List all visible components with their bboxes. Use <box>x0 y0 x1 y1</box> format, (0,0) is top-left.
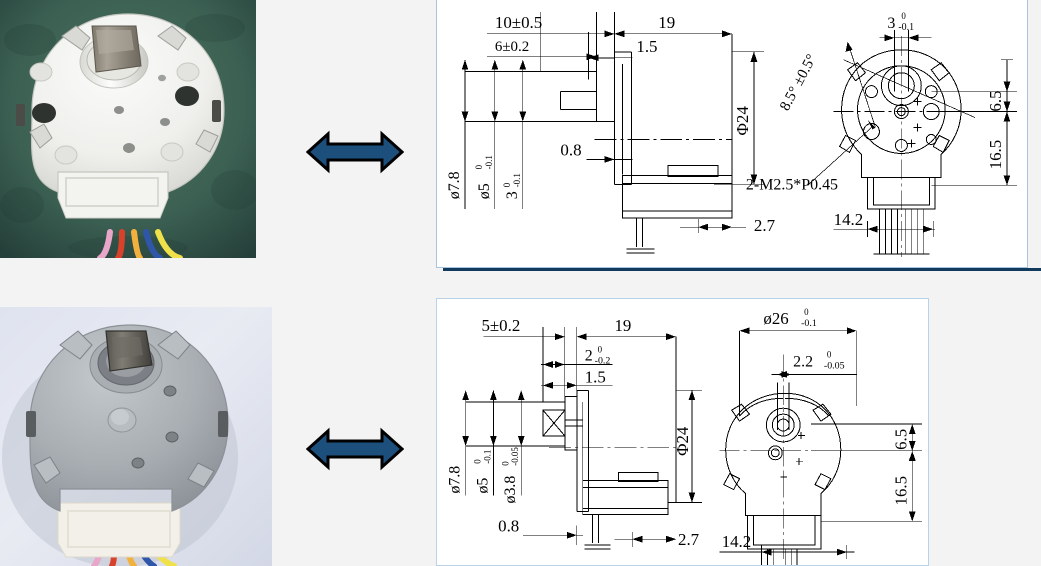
dim-collar-b: 1.5 <box>585 367 606 386</box>
dim-body-len-b: 19 <box>615 316 632 335</box>
front-view-outline <box>838 29 962 255</box>
dimension-text-group-top: 10±0.5 6±0.2 19 1.5 ø7.8 ø5 0 -0.1 3 0 -… <box>446 11 1005 235</box>
white-motor-illustration <box>0 0 256 258</box>
svg-text:-0.05: -0.05 <box>824 360 845 371</box>
lead-wires <box>97 229 183 258</box>
dim-shaft-flat-len-b: 5±0.2 <box>482 316 521 335</box>
dim-axis-to-tab: 16.5 <box>986 140 1005 170</box>
dim-boss-dia: ø7.8 <box>446 171 463 199</box>
svg-text:0: 0 <box>474 164 484 169</box>
drawing-panel-top: 10±0.5 6±0.2 19 1.5 ø7.8 ø5 0 -0.1 3 0 -… <box>436 0 1028 268</box>
dim-plate-thk: 0.8 <box>560 140 581 159</box>
svg-text:ø5: ø5 <box>476 183 493 199</box>
dim-connector-width-b: 14.2 <box>722 532 752 551</box>
connector-housing <box>57 502 181 558</box>
drawing-top-svg: 10±0.5 6±0.2 19 1.5 ø7.8 ø5 0 -0.1 3 0 -… <box>446 11 1017 258</box>
side-view-arrowheads <box>461 30 758 231</box>
dim-axis-to-shaft: 6.5 <box>986 90 1005 111</box>
svg-text:0: 0 <box>598 345 603 355</box>
drawing-bottom-svg: 5±0.2 19 2 0 -0.2 1.5 ø7.8 ø5 0 -0.1 ø3.… <box>447 307 923 565</box>
product-photo-white-motor <box>0 0 256 258</box>
dim-outer-dia-b: ø26 0 -0.1 <box>763 307 816 329</box>
dim-mount-angle: 8.5° ±0.5° <box>777 52 820 114</box>
svg-text:3: 3 <box>504 191 521 199</box>
output-shaft <box>89 330 163 394</box>
dim-shaft-flat-len: 10±0.5 <box>495 13 542 32</box>
svg-text:ø5: ø5 <box>474 478 491 494</box>
dim-boss-dia-b: ø7.8 <box>447 466 464 494</box>
dim-axis-to-tab-b: 16.5 <box>891 476 910 506</box>
dim-pcb-offset-b: 2.7 <box>678 530 699 549</box>
dim-shaft-step-len: 6±0.2 <box>495 39 529 55</box>
dim-pcb-offset: 2.7 <box>754 216 775 235</box>
svg-text:-0.1: -0.1 <box>801 318 817 329</box>
connector-housing <box>57 169 169 219</box>
svg-text:-0.05: -0.05 <box>510 447 520 466</box>
dim-collar: 1.5 <box>636 37 657 56</box>
svg-text:0: 0 <box>901 11 906 21</box>
dim-connector-width: 14.2 <box>834 210 864 229</box>
dim-plate-thk-b: 0.8 <box>498 516 519 535</box>
svg-text:-0.1: -0.1 <box>512 173 522 187</box>
dim-body-len: 19 <box>658 13 675 32</box>
svg-text:0: 0 <box>500 461 510 466</box>
svg-text:0: 0 <box>827 350 832 360</box>
side-view-arrowheads-bottom <box>462 333 696 543</box>
dim-front-flat-width-b: 2.2 0 -0.05 <box>793 350 844 372</box>
dim-front-flat-width: 3 0 -0.1 <box>887 11 914 33</box>
dim-shaft-dia2-b: ø3.8 0 -0.05 <box>500 447 520 504</box>
svg-text:-0.1: -0.1 <box>484 155 494 169</box>
motor-body <box>16 13 225 193</box>
svg-text:-0.2: -0.2 <box>595 356 611 367</box>
dim-thread-note: 2-M2.5*P0.45 <box>746 176 838 193</box>
arrow-cell-top <box>296 118 414 186</box>
bidirectional-arrow-icon <box>306 427 404 471</box>
dim-flat-width-b: 2 0 -0.2 <box>585 345 611 367</box>
metal-motor-illustration <box>0 307 272 566</box>
product-photo-metal-motor <box>0 307 272 566</box>
dim-body-dia-b: Φ24 <box>673 426 692 456</box>
front-view-dimension-lines-bottom <box>719 330 923 560</box>
svg-text:ø26: ø26 <box>763 309 788 328</box>
motor-body <box>26 324 229 512</box>
svg-text:ø3.8: ø3.8 <box>502 476 519 504</box>
dim-shaft-dia: ø5 0 -0.1 <box>474 155 494 199</box>
dim-axis-to-shaft-b: 6.5 <box>891 429 910 450</box>
svg-text:2.2: 2.2 <box>793 353 813 370</box>
section-divider <box>443 268 1041 271</box>
svg-text:-0.1: -0.1 <box>898 22 914 33</box>
svg-text:2: 2 <box>585 348 593 365</box>
side-view-outline <box>465 51 733 254</box>
bidirectional-arrow-icon <box>306 130 404 174</box>
dim-shaft-dia-b: ø5 0 -0.1 <box>473 450 493 494</box>
body-surface-features <box>29 62 200 165</box>
front-view-arrowheads <box>845 34 1011 233</box>
svg-text:3: 3 <box>887 15 895 32</box>
svg-text:0: 0 <box>473 459 483 464</box>
front-view-arrowheads-bottom <box>739 327 916 556</box>
output-shaft <box>79 25 149 89</box>
svg-text:-0.1: -0.1 <box>482 450 492 464</box>
dim-flat-width: 3 0 -0.1 <box>502 173 522 199</box>
svg-text:0: 0 <box>502 182 512 187</box>
body-surface-features <box>107 385 179 469</box>
dimension-text-group-bottom: 5±0.2 19 2 0 -0.2 1.5 ø7.8 ø5 0 -0.1 ø3.… <box>447 307 911 551</box>
arrow-cell-bottom <box>296 415 414 483</box>
drawing-panel-bottom: 5±0.2 19 2 0 -0.2 1.5 ø7.8 ø5 0 -0.1 ø3.… <box>436 298 929 566</box>
side-view-outline <box>465 389 669 550</box>
svg-text:0: 0 <box>804 307 809 317</box>
dim-body-dia: Φ24 <box>733 106 752 136</box>
